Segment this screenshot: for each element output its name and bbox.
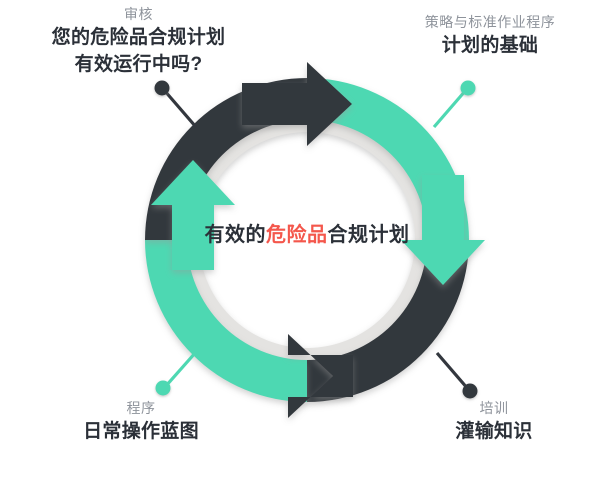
callout-audit: 审核 您的危险品合规计划 有效运行中吗? (6, 4, 271, 78)
callout-audit-headline-line1: 您的危险品合规计划 (51, 27, 226, 48)
callout-procedure: 程序 日常操作蓝图 (22, 398, 260, 445)
arrow-right (401, 175, 485, 285)
callout-training-headline: 灌输知识 (455, 421, 533, 442)
segment-procedure (145, 240, 307, 402)
connector-procedure (155, 350, 198, 396)
center-title-prefix: 有效的 (204, 224, 266, 246)
callout-policy-headline: 计划的基础 (441, 35, 539, 56)
connector-audit (154, 80, 198, 129)
callout-policy: 策略与标准作业程序 计划的基础 (372, 12, 608, 59)
connector-policy (432, 80, 476, 129)
connector-training (435, 351, 478, 399)
center-title-suffix: 合规计划 (327, 224, 410, 246)
arrow-left (151, 160, 235, 270)
arrow-bottom (288, 334, 353, 418)
callout-audit-kicker: 审核 (124, 6, 153, 22)
callout-policy-kicker: 策略与标准作业程序 (424, 14, 556, 30)
callout-training: 培训 灌输知识 (388, 398, 600, 445)
callout-training-kicker: 培训 (479, 400, 509, 416)
callout-procedure-kicker: 程序 (126, 400, 156, 416)
arrow-top (242, 62, 352, 146)
callout-audit-headline-line2: 有效运行中吗? (74, 54, 203, 75)
center-title-highlight: 危险品 (266, 224, 328, 246)
center-title: 有效的危险品合规计划 (147, 222, 467, 248)
callout-procedure-headline: 日常操作蓝图 (83, 421, 199, 442)
